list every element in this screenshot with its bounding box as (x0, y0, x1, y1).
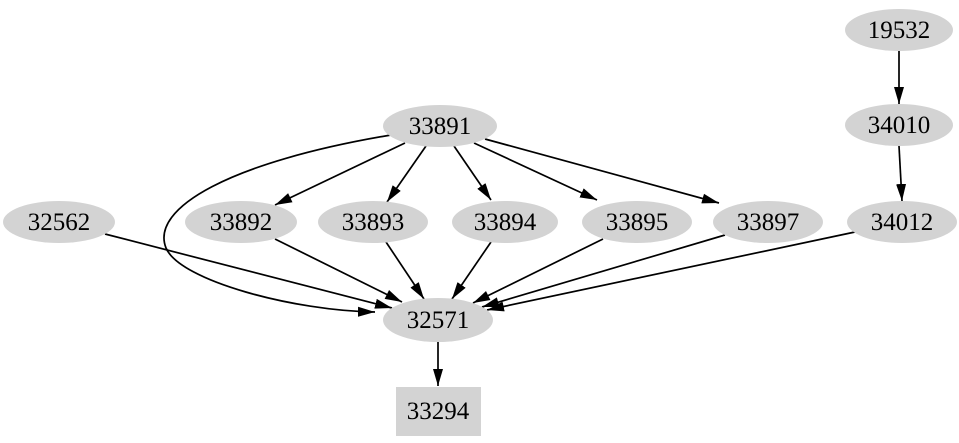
node-34012: 34012 (847, 201, 957, 243)
edge-34010-34012 (896, 145, 907, 202)
node-33294-shape (396, 387, 481, 436)
edge-33891-33894 (453, 145, 492, 201)
node-33892-shape (185, 201, 297, 243)
edge-33892-32571 (274, 238, 403, 303)
node-34010: 34010 (845, 104, 953, 146)
node-33891-shape (383, 105, 497, 147)
node-33891-label: 33891 (409, 113, 472, 140)
node-33897-shape (713, 201, 823, 243)
node-33891: 33891 (383, 105, 497, 147)
node-19532-label: 19532 (868, 17, 931, 44)
node-34010-label: 34010 (868, 112, 931, 139)
node-33892-label: 33892 (210, 209, 273, 236)
node-33893-label: 33893 (342, 209, 405, 236)
node-32571: 32571 (383, 298, 493, 342)
node-19532-shape (845, 9, 953, 51)
edge-33891-33892 (274, 142, 406, 206)
node-33893-shape (318, 201, 428, 243)
node-34012-label: 34012 (871, 209, 934, 236)
node-19532: 19532 (845, 9, 953, 51)
node-32562-shape (3, 201, 115, 243)
node-33294: 33294 (396, 387, 481, 436)
node-33894-shape (452, 201, 558, 243)
node-34010-shape (845, 104, 953, 146)
node-32562-label: 32562 (28, 209, 91, 236)
node-33294-label: 33294 (407, 398, 470, 425)
edge-34012-32571 (486, 231, 856, 312)
node-33895-shape (582, 201, 692, 243)
node-33897: 33897 (713, 201, 823, 243)
edge-33893-32571 (385, 241, 425, 300)
edge-33895-32571 (472, 238, 604, 304)
node-33897-label: 33897 (737, 209, 800, 236)
edge-32562-32571 (104, 233, 393, 309)
edge-33891-33895 (473, 142, 598, 201)
node-33894-label: 33894 (474, 209, 537, 236)
node-32571-label: 32571 (407, 307, 470, 334)
edge-33894-32571 (451, 241, 492, 300)
edge-33891-33893 (386, 145, 427, 203)
node-34012-shape (847, 201, 957, 243)
node-33894: 33894 (452, 201, 558, 243)
node-33895-label: 33895 (606, 209, 669, 236)
node-33892: 33892 (185, 201, 297, 243)
edge-33891-33897 (484, 138, 720, 204)
node-32571-shape (383, 298, 493, 342)
edge-33897-32571 (481, 234, 726, 308)
node-33893: 33893 (318, 201, 428, 243)
node-32562: 32562 (3, 201, 115, 243)
edge-33891-32571 (163, 134, 392, 317)
node-33895: 33895 (582, 201, 692, 243)
